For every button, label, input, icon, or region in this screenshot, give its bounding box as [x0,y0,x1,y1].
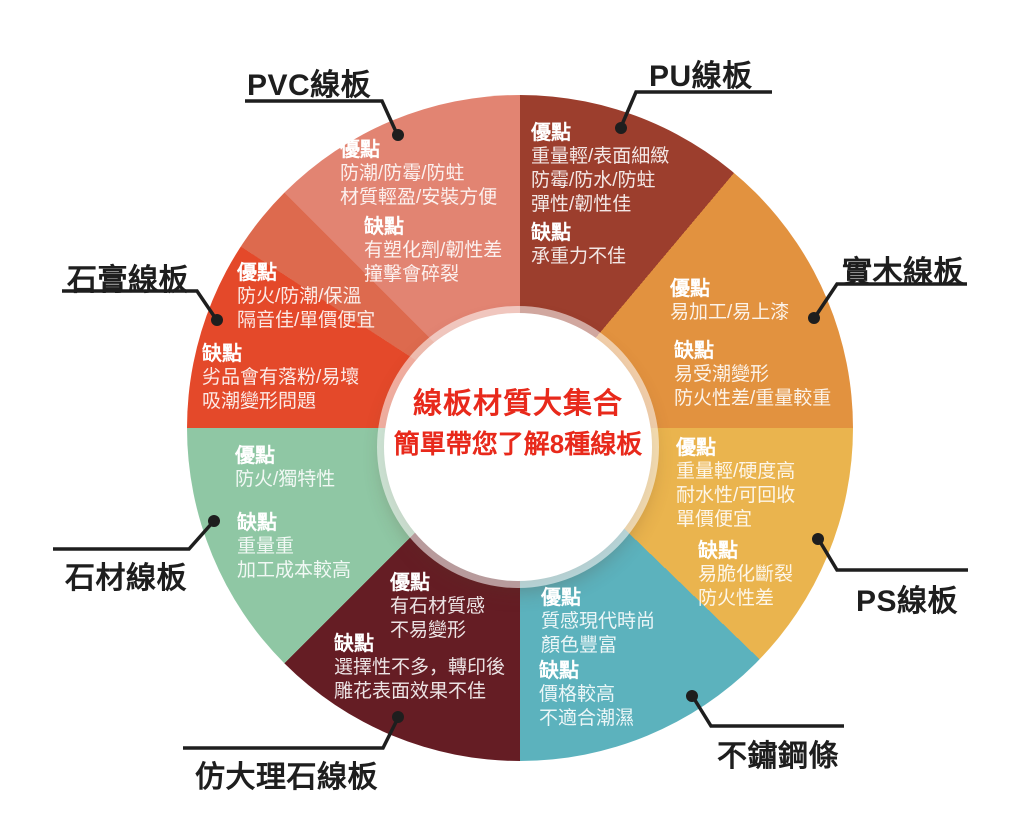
ps-label: PS線板 [856,585,959,618]
cons-line: 撞擊會碎裂 [364,264,460,285]
cons-line: 有塑化劑/韌性差 [364,240,503,261]
pros-heading: 優點 [531,122,571,144]
cons-heading: 缺點 [364,216,404,238]
stone-label: 石材線板 [65,562,187,595]
pvc-pros-block: 優點 防潮/防霉/防蛀 材質輕盈/安裝方便 [340,138,497,210]
cons-line: 易受潮變形 [674,364,770,385]
ps-cons-block: 缺點 易脆化斷裂 防火性差 [698,539,793,611]
marble-label: 仿大理石線板 [195,761,378,794]
steel-cons-block: 缺點 價格較高 不適合潮濕 [539,659,634,731]
cons-line: 防火性差 [698,588,775,609]
center-title-line1: 線板材質大集合 [412,388,623,420]
stone-cons-block: 缺點 重量重 加工成本較高 [237,511,351,583]
ps-pros-block: 優點 重量輕/硬度高 耐水性/可回收 單價便宜 [676,436,795,532]
cons-heading: 缺點 [674,340,714,362]
gypsum-cons-block: 缺點 劣品會有落粉/易壞 吸潮變形問題 [202,342,359,414]
steel-pros-block: 優點 質感現代時尚 顏色豐富 [541,586,655,658]
cons-heading: 缺點 [531,222,571,244]
pros-line: 防火/獨特性 [235,469,336,490]
cons-line: 防火性差/重量較重 [674,388,832,409]
ps-connector-line [817,539,968,572]
solidwood-pros-block: 優點 易加工/易上漆 [670,277,789,325]
cons-line: 劣品會有落粉/易壞 [202,367,360,388]
pros-line: 質感現代時尚 [541,611,656,632]
pros-heading: 優點 [670,278,710,300]
pros-heading: 優點 [340,139,380,161]
cons-heading: 缺點 [698,540,738,562]
pros-line: 易加工/易上漆 [670,302,790,323]
pros-heading: 優點 [541,587,581,609]
cons-line: 價格較高 [539,684,616,705]
cons-heading: 缺點 [237,512,277,534]
pros-line: 防火/防潮/保溫 [237,286,362,307]
pros-line: 重量輕/表面細緻 [531,146,670,167]
pros-line: 不易變形 [390,620,467,641]
pros-line: 重量輕/硬度高 [676,461,796,482]
pu-label: PU線板 [649,60,753,93]
cons-line: 加工成本較高 [237,560,352,581]
pros-line: 單價便宜 [676,509,753,530]
center-title-line2: 簡單帶您了解8種線板 [393,429,643,459]
pros-line: 顏色豐富 [541,635,618,656]
marble-pros-block: 優點 有石材質感 不易變形 [390,571,485,643]
cons-heading: 缺點 [539,660,579,682]
stone-connector-line [53,520,215,551]
pros-line: 彈性/韌性佳 [531,194,632,215]
steel-connector-line [691,696,844,728]
pros-line: 防霉/防水/防蛀 [531,170,656,191]
cons-line: 易脆化斷裂 [698,564,794,585]
center-circle: 線板材質大集合 簡單帶您了解8種線板 [384,313,652,581]
pros-line: 材質輕盈/安裝方便 [340,187,498,208]
gypsum-pros-block: 優點 防火/防潮/保溫 隔音佳/單價便宜 [237,261,375,333]
cons-line: 雕花表面效果不佳 [334,681,487,702]
cons-line: 選擇性不多，轉印後 [334,657,506,678]
pros-line: 有石材質感 [390,596,486,617]
center-title: 線板材質大集合 簡單帶您了解8種線板 [384,385,652,461]
pros-heading: 優點 [237,262,277,284]
solidwood-label: 實木線板 [842,256,964,289]
pu-pros-block: 優點 重量輕/表面細緻 防霉/防水/防蛀 彈性/韌性佳 [531,121,669,217]
cons-line: 重量重 [237,536,295,557]
gypsum-label: 石膏線板 [67,264,189,297]
marble-cons-block: 缺點 選擇性不多，轉印後 雕花表面效果不佳 [334,632,505,704]
cons-heading: 缺點 [334,633,374,655]
pvc-label: PVC線板 [247,69,372,102]
cons-line: 承重力不佳 [531,246,627,267]
pros-heading: 優點 [235,445,275,467]
pvc-cons-block: 缺點 有塑化劑/韌性差 撞擊會碎裂 [364,215,502,287]
pros-heading: 優點 [676,437,716,459]
pros-heading: 優點 [390,572,430,594]
stone-pros-block: 優點 防火/獨特性 [235,444,335,492]
cons-line: 不適合潮濕 [539,708,635,729]
cons-line: 吸潮變形問題 [202,391,317,412]
steel-label: 不鏽鋼條 [717,740,839,773]
pros-line: 隔音佳/單價便宜 [237,310,376,331]
pu-cons-block: 缺點 承重力不佳 [531,221,626,269]
cons-heading: 缺點 [202,343,242,365]
pros-line: 耐水性/可回收 [676,485,796,506]
pros-line: 防潮/防霉/防蛀 [340,163,465,184]
solidwood-cons-block: 缺點 易受潮變形 防火性差/重量較重 [674,339,831,411]
